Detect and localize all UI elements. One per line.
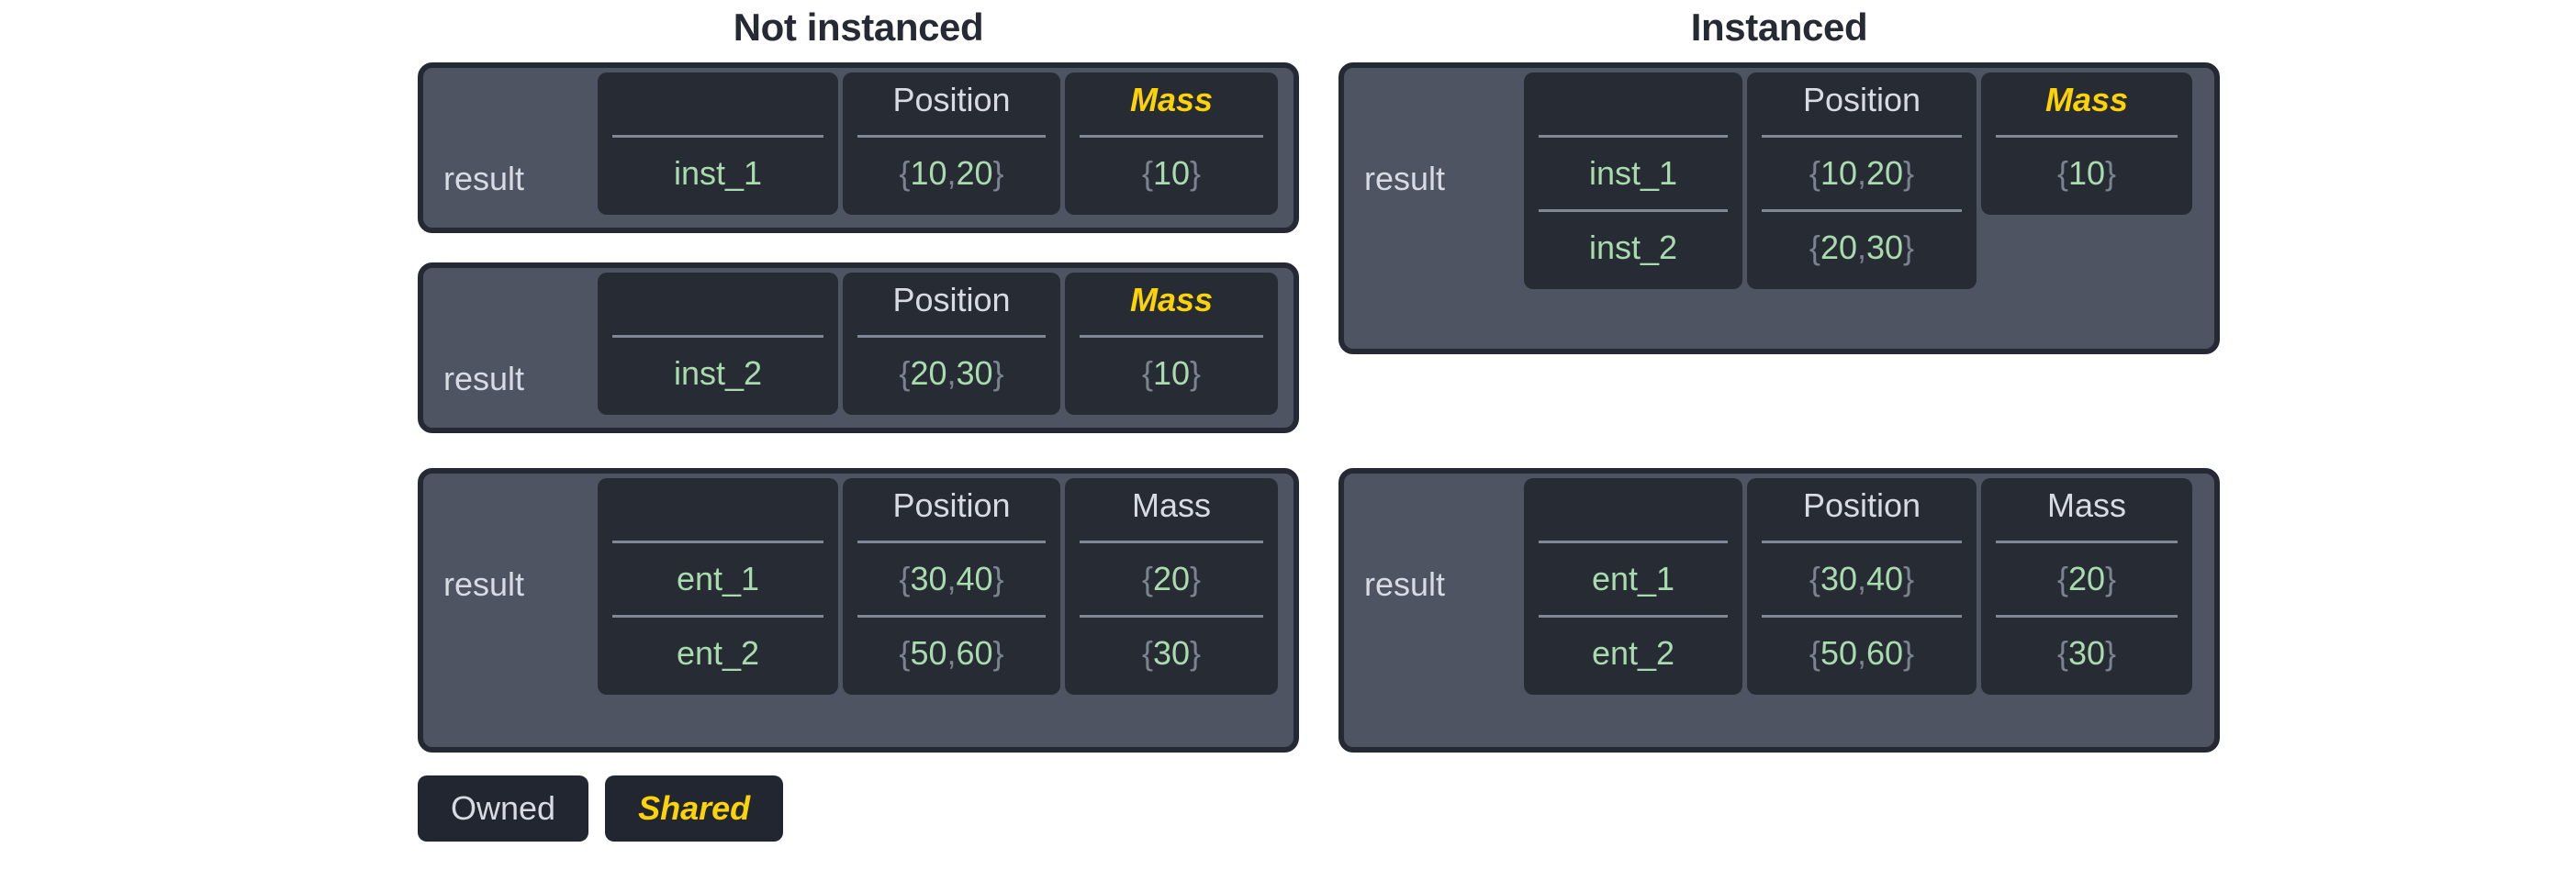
component-column-mass: Mass {10} xyxy=(1065,72,1278,215)
table-cell: {50, 60} xyxy=(857,615,1046,682)
table-cell: ent_2 xyxy=(1539,615,1728,682)
table-cell: {20, 30} xyxy=(1762,209,1962,276)
component-column-position: Position {10, 20} xyxy=(843,72,1060,215)
table-cell: {30} xyxy=(1080,615,1263,682)
owner-label: result xyxy=(443,160,525,197)
table-cell: ent_2 xyxy=(612,615,823,682)
heading-not-instanced: Not instanced xyxy=(733,6,984,49)
component-columns: inst_1 Position {10, 20} Mass {10} xyxy=(598,68,1294,228)
owner-column: result xyxy=(423,68,598,228)
table-cell: {30, 40} xyxy=(857,541,1046,608)
column-header-position: Position xyxy=(892,81,1011,118)
table-cell: {20} xyxy=(1080,541,1263,608)
table-cell: inst_2 xyxy=(612,335,823,402)
column-header-mass: Mass xyxy=(1129,81,1214,118)
legend-chip-owned: Owned xyxy=(418,775,589,842)
column-header-position: Position xyxy=(1802,486,1921,524)
table-cell: ent_1 xyxy=(612,541,823,608)
table-card-right-ent: result ent_1 ent_2 Position {30, 40} {50, 60… xyxy=(1338,468,2220,753)
table-cell: {50, 60} xyxy=(1762,615,1962,682)
owner-column: result xyxy=(1344,474,1524,747)
table-cell: {10, 20} xyxy=(1762,135,1962,202)
component-columns: ent_1 ent_2 Position {30, 40} {50, 60} Mass {2… xyxy=(1524,474,2214,747)
table-cell: {20} xyxy=(1996,541,2178,608)
table-cell: {10} xyxy=(1080,135,1263,202)
heading-instanced: Instanced xyxy=(1690,6,1868,49)
owner-label: result xyxy=(443,360,525,397)
component-column-name: ent_1 ent_2 xyxy=(598,478,838,695)
component-column-name: ent_1 ent_2 xyxy=(1524,478,1742,695)
column-header-mass: Mass xyxy=(2044,81,2129,118)
table-cell: {30} xyxy=(1996,615,2178,682)
component-columns: inst_1 inst_2 Position {10, 20} {20, 30} Mass… xyxy=(1524,68,2214,349)
component-column-position: Position {10, 20} {20, 30} xyxy=(1747,72,1977,289)
component-column-position: Position {30, 40} {50, 60} xyxy=(1747,478,1977,695)
component-column-position: Position {20, 30} xyxy=(843,273,1060,415)
table-cell: inst_2 xyxy=(1539,209,1728,276)
component-columns: inst_2 Position {20, 30} Mass {10} xyxy=(598,268,1294,428)
owner-label: result xyxy=(1364,160,1446,197)
owner-label: result xyxy=(1364,565,1446,603)
component-column-position: Position {30, 40} {50, 60} xyxy=(843,478,1060,695)
component-column-name: inst_2 xyxy=(598,273,838,415)
table-card-left-inst-2: result inst_2 Position {20, 30} Mass {10} xyxy=(418,262,1299,433)
table-cell: {10} xyxy=(1996,135,2178,202)
component-column-name: inst_1 inst_2 xyxy=(1524,72,1742,289)
table-card-left-ent: result ent_1 ent_2 Position {30, 40} {50, 60… xyxy=(418,468,1299,753)
component-column-mass: Mass {10} xyxy=(1065,273,1278,415)
legend-chip-shared: Shared xyxy=(605,775,784,842)
table-cell: {20, 30} xyxy=(857,335,1046,402)
component-column-mass: Mass {20} {30} xyxy=(1981,478,2192,695)
column-header-mass: Mass xyxy=(1131,486,1211,524)
column-header-position: Position xyxy=(892,281,1011,318)
table-card-left-inst-1: result inst_1 Position {10, 20} Mass {10} xyxy=(418,62,1299,233)
table-card-right-inst: result inst_1 inst_2 Position {10, 20} {20, … xyxy=(1338,62,2220,354)
component-columns: ent_1 ent_2 Position {30, 40} {50, 60} Mass {2… xyxy=(598,474,1294,747)
component-column-mass: Mass {10} xyxy=(1981,72,2192,215)
owner-column: result xyxy=(423,268,598,428)
column-header-position: Position xyxy=(892,486,1011,524)
table-cell: inst_1 xyxy=(612,135,823,202)
legend: Owned Shared xyxy=(418,775,784,842)
owner-label: result xyxy=(443,565,525,603)
owner-column: result xyxy=(1344,68,1524,349)
column-header-mass: Mass xyxy=(1129,281,1214,318)
column-header-mass: Mass xyxy=(2046,486,2126,524)
component-column-name: inst_1 xyxy=(598,72,838,215)
component-column-mass: Mass {20} {30} xyxy=(1065,478,1278,695)
table-cell: {30, 40} xyxy=(1762,541,1962,608)
table-cell: {10, 20} xyxy=(857,135,1046,202)
table-cell: inst_1 xyxy=(1539,135,1728,202)
table-cell: ent_1 xyxy=(1539,541,1728,608)
table-cell: {10} xyxy=(1080,335,1263,402)
column-header-position: Position xyxy=(1802,81,1921,118)
owner-column: result xyxy=(423,474,598,747)
